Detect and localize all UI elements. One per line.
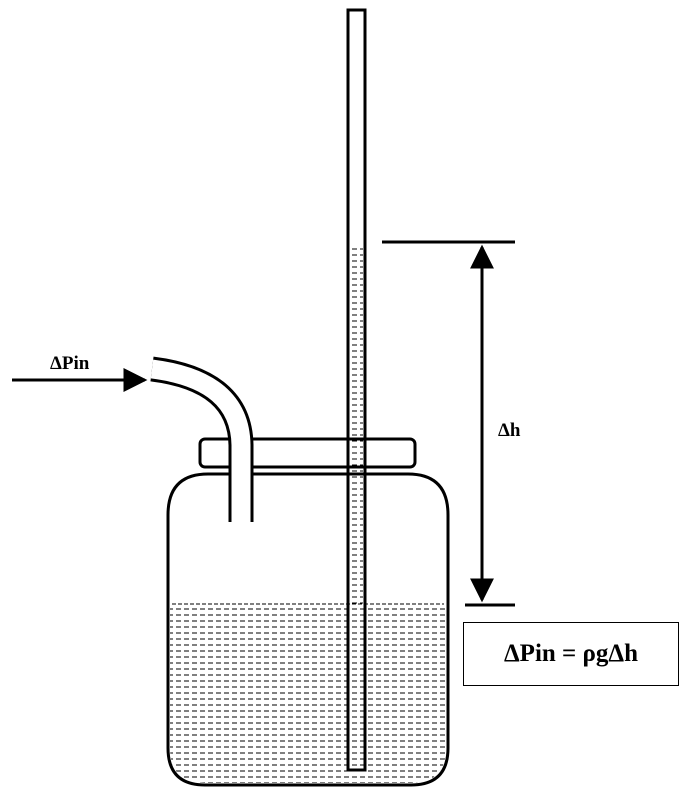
equation-text: ΔPin = ρgΔh [504, 640, 638, 667]
equation-box: ΔPin = ρgΔh [463, 622, 679, 686]
jar-body [166, 472, 450, 787]
height-diff-label: Δh [498, 420, 521, 441]
liquid-in-jar [170, 603, 446, 783]
measuring-tube [346, 8, 367, 772]
pressure-in-label: ΔPin [50, 353, 90, 374]
